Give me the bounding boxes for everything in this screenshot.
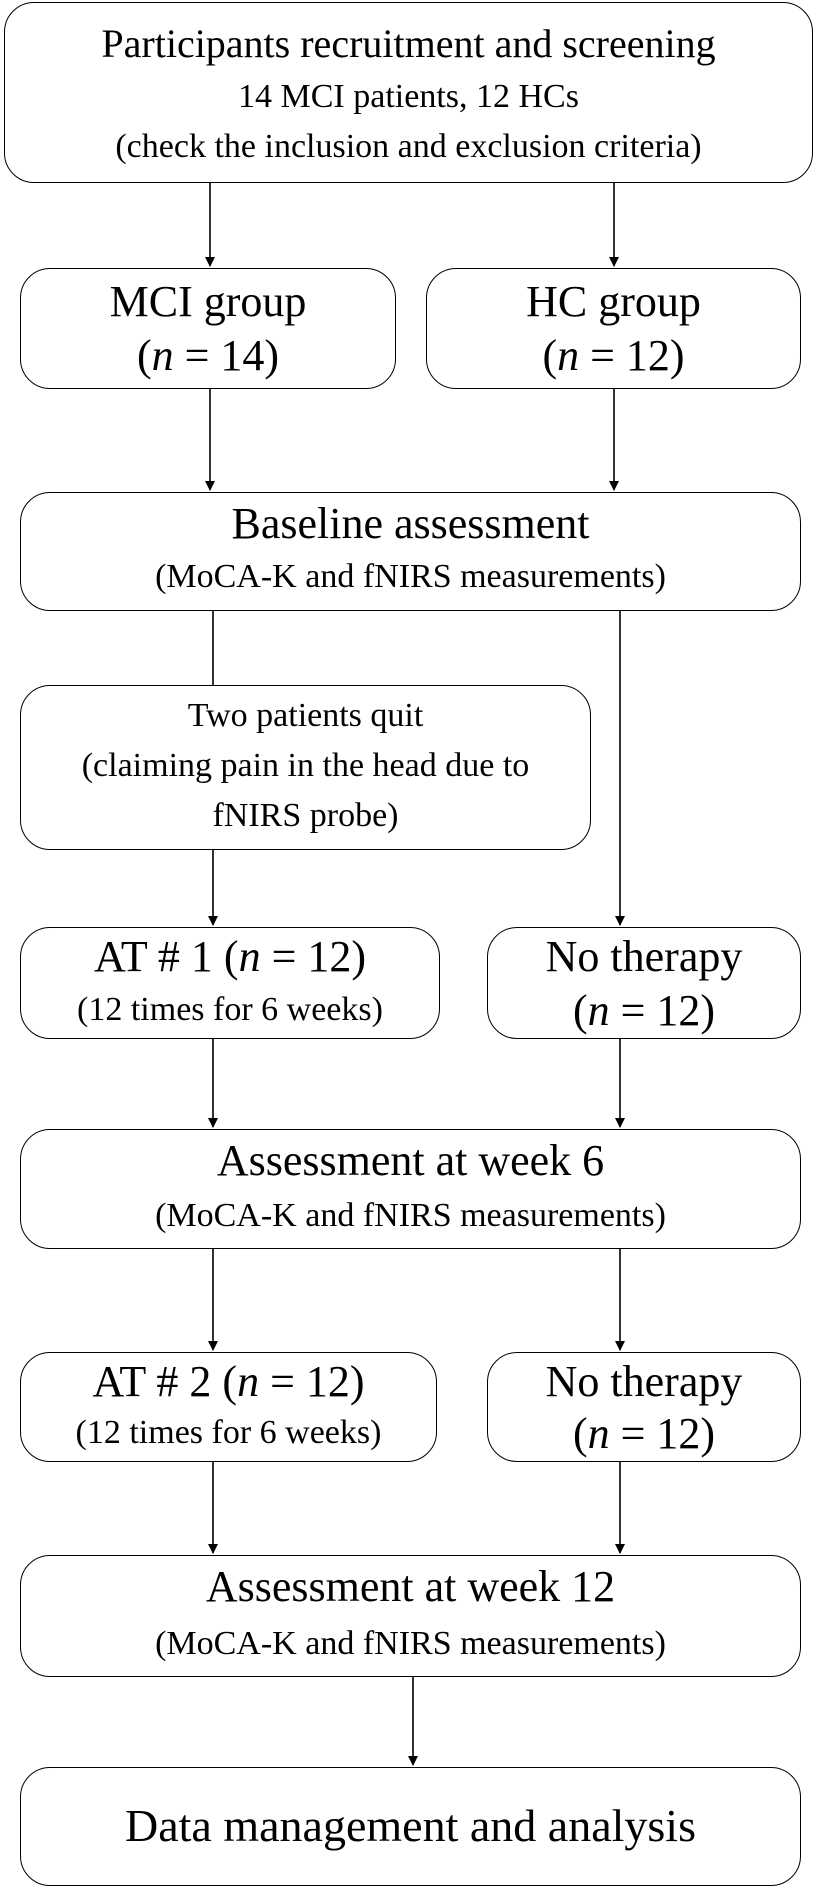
week12-box: Assessment at week 12 (MoCA-K and fNIRS … — [20, 1555, 801, 1677]
no-therapy-1-n: (n = 12) — [572, 986, 716, 1035]
at2-title: AT # 2 (n = 12) — [92, 1357, 365, 1406]
baseline-title: Baseline assessment — [231, 499, 590, 548]
dropout-line2: (claiming pain in the head due to — [81, 747, 530, 784]
week12-title: Assessment at week 12 — [205, 1562, 616, 1611]
recruitment-title: Participants recruitment and screening — [101, 21, 716, 66]
dropout-box: Two patients quit (claiming pain in the … — [20, 685, 591, 850]
analysis-title: Data management and analysis — [125, 1800, 696, 1851]
week6-title: Assessment at week 6 — [216, 1136, 605, 1185]
mci-group-title: MCI group — [109, 277, 307, 326]
no-therapy-2-title: No therapy — [545, 1357, 743, 1406]
mci-group-box: MCI group (n = 14) — [20, 268, 396, 389]
mci-group-n: (n = 14) — [136, 331, 280, 380]
at1-box: AT # 1 (n = 12) (12 times for 6 weeks) — [20, 927, 440, 1039]
recruitment-box: Participants recruitment and screening 1… — [4, 2, 813, 183]
baseline-box: Baseline assessment (MoCA-K and fNIRS me… — [20, 492, 801, 611]
hc-group-title: HC group — [526, 277, 701, 326]
week12-subtitle: (MoCA-K and fNIRS measurements) — [155, 1625, 666, 1662]
dropout-line3: fNIRS probe) — [212, 797, 399, 834]
no-therapy-1-box: No therapy (n = 12) — [487, 927, 801, 1039]
recruitment-counts: 14 MCI patients, 12 HCs — [238, 78, 579, 115]
hc-group-box: HC group (n = 12) — [426, 268, 801, 389]
no-therapy-2-n: (n = 12) — [572, 1409, 716, 1458]
no-therapy-1-title: No therapy — [545, 932, 743, 981]
baseline-subtitle: (MoCA-K and fNIRS measurements) — [155, 558, 666, 595]
at1-subtitle: (12 times for 6 weeks) — [77, 991, 383, 1028]
hc-group-n: (n = 12) — [542, 331, 685, 380]
week6-box: Assessment at week 6 (MoCA-K and fNIRS m… — [20, 1129, 801, 1249]
at2-subtitle: (12 times for 6 weeks) — [75, 1414, 382, 1451]
analysis-box: Data management and analysis — [20, 1767, 801, 1886]
at2-box: AT # 2 (n = 12) (12 times for 6 weeks) — [20, 1352, 437, 1462]
dropout-line1: Two patients quit — [187, 697, 424, 734]
week6-subtitle: (MoCA-K and fNIRS measurements) — [155, 1197, 666, 1234]
at1-title: AT # 1 (n = 12) — [93, 932, 367, 981]
no-therapy-2-box: No therapy (n = 12) — [487, 1352, 801, 1462]
recruitment-criteria: (check the inclusion and exclusion crite… — [115, 128, 702, 165]
